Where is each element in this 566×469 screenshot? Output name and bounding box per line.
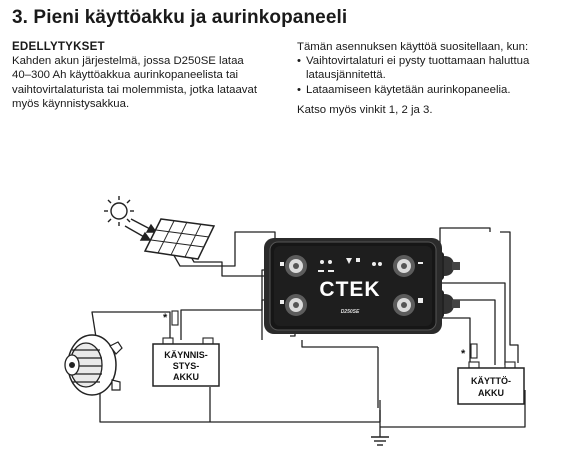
recommendation-item: Vaihtovirtalaturi ei pysty tuottamaan ha… — [297, 54, 562, 82]
tips-reference: Katso myös vinkit 1, 2 ja 3. — [297, 103, 433, 116]
ctek-d250se-device: CTEK D250SE — [264, 238, 460, 334]
start-battery-label-line: KÄYNNIS- — [164, 350, 208, 360]
alternator-icon — [64, 334, 123, 396]
requirements-section: EDELLYTYKSET Kahden akun järjestelmä, jo… — [12, 40, 287, 111]
service-battery-label-line: AKKU — [478, 388, 504, 398]
recommendation-item: Lataamiseen käytetään aurinkopaneelia. — [297, 83, 562, 97]
start-battery-fuse-marker: * — [163, 312, 168, 324]
requirements-text: Kahden akun järjestelmä, jossa D250SE la… — [12, 55, 257, 110]
service-battery-label-line: KÄYTTÖ- — [471, 376, 511, 386]
start-battery-fuse — [171, 310, 179, 326]
start-battery-label-line: AKKU — [173, 372, 199, 382]
sun-icon — [104, 196, 134, 226]
ground-icon — [371, 436, 389, 446]
page-title: 3. Pieni käyttöakku ja aurinkopaneeli — [12, 7, 348, 28]
recommendation-list: Vaihtovirtalaturi ei pysty tuottamaan ha… — [297, 54, 562, 97]
device-brand: CTEK — [319, 278, 380, 301]
sun-ray-arrows — [124, 218, 158, 241]
service-battery: KÄYTTÖ- AKKU — [457, 361, 525, 405]
recommendation-intro: Tämän asennuksen käyttöä suositellaan, k… — [297, 41, 529, 53]
device-indicator-icons — [280, 258, 423, 304]
wiring-lines — [91, 227, 526, 437]
service-battery-fuse-marker: * — [461, 348, 466, 360]
recommendation-section: Tämän asennuksen käyttöä suositellaan, k… — [297, 40, 562, 117]
solar-panel-icon — [143, 218, 216, 260]
device-model: D250SE — [341, 309, 360, 315]
start-battery-label-line: STYS- — [173, 361, 200, 371]
start-battery: KÄYNNIS- STYS- AKKU — [152, 337, 220, 387]
service-battery-fuse — [470, 343, 478, 359]
requirements-heading: EDELLYTYKSET — [12, 40, 105, 53]
